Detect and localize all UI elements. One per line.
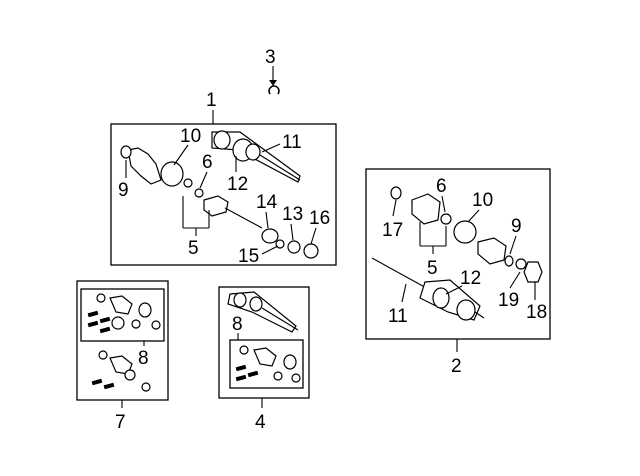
callout-3: 3	[265, 47, 276, 68]
assembly-box-2: 2 6 17 10 9 5 12	[365, 168, 551, 377]
drive-axle-icon	[211, 130, 301, 183]
assembly-label-1: 1	[206, 90, 217, 111]
callout-12-right: 12	[460, 268, 481, 289]
callout-5-right: 5	[427, 258, 438, 279]
axle-4-icon	[227, 291, 299, 333]
callout-11-right: 11	[388, 306, 408, 327]
callout-10-left: 10	[180, 126, 201, 147]
boot-kit-7a-icon	[87, 293, 161, 334]
callout-13: 13	[282, 204, 303, 225]
callout-9-left: 9	[118, 180, 129, 201]
assembly-label-4: 4	[255, 412, 266, 433]
boot-kit-7b-icon	[91, 350, 151, 392]
assembly-label-2: 2	[451, 356, 462, 377]
callout-18: 18	[526, 302, 547, 323]
outer-axle-icon	[371, 257, 485, 321]
callout-6-right: 6	[436, 176, 447, 197]
inner-joint-icon	[390, 186, 543, 283]
callout-19: 19	[498, 290, 519, 311]
callout-17: 17	[382, 220, 403, 241]
callout-16: 16	[309, 208, 330, 229]
part-3-clip: 3	[265, 47, 280, 95]
callout-12-left: 12	[227, 174, 248, 195]
callout-8-box7: 8	[138, 348, 149, 369]
small-parts-icon	[183, 178, 319, 259]
callout-14: 14	[256, 192, 278, 213]
callout-15: 15	[238, 246, 259, 267]
boot-kit-icon	[120, 145, 184, 187]
callout-9-right: 9	[511, 216, 522, 237]
callout-5-left: 5	[188, 238, 199, 259]
callout-11-left: 11	[282, 132, 302, 153]
boot-kit-4-icon	[235, 345, 301, 383]
callout-8-box4: 8	[232, 314, 243, 335]
assembly-box-4: 8 4	[218, 286, 310, 433]
callout-6-left: 6	[202, 152, 213, 173]
callout-10-right: 10	[472, 190, 493, 211]
assembly-label-7: 7	[115, 412, 126, 433]
assembly-box-7: 8 7	[76, 280, 169, 433]
assembly-box-1: 1 10 11 9	[110, 90, 337, 267]
